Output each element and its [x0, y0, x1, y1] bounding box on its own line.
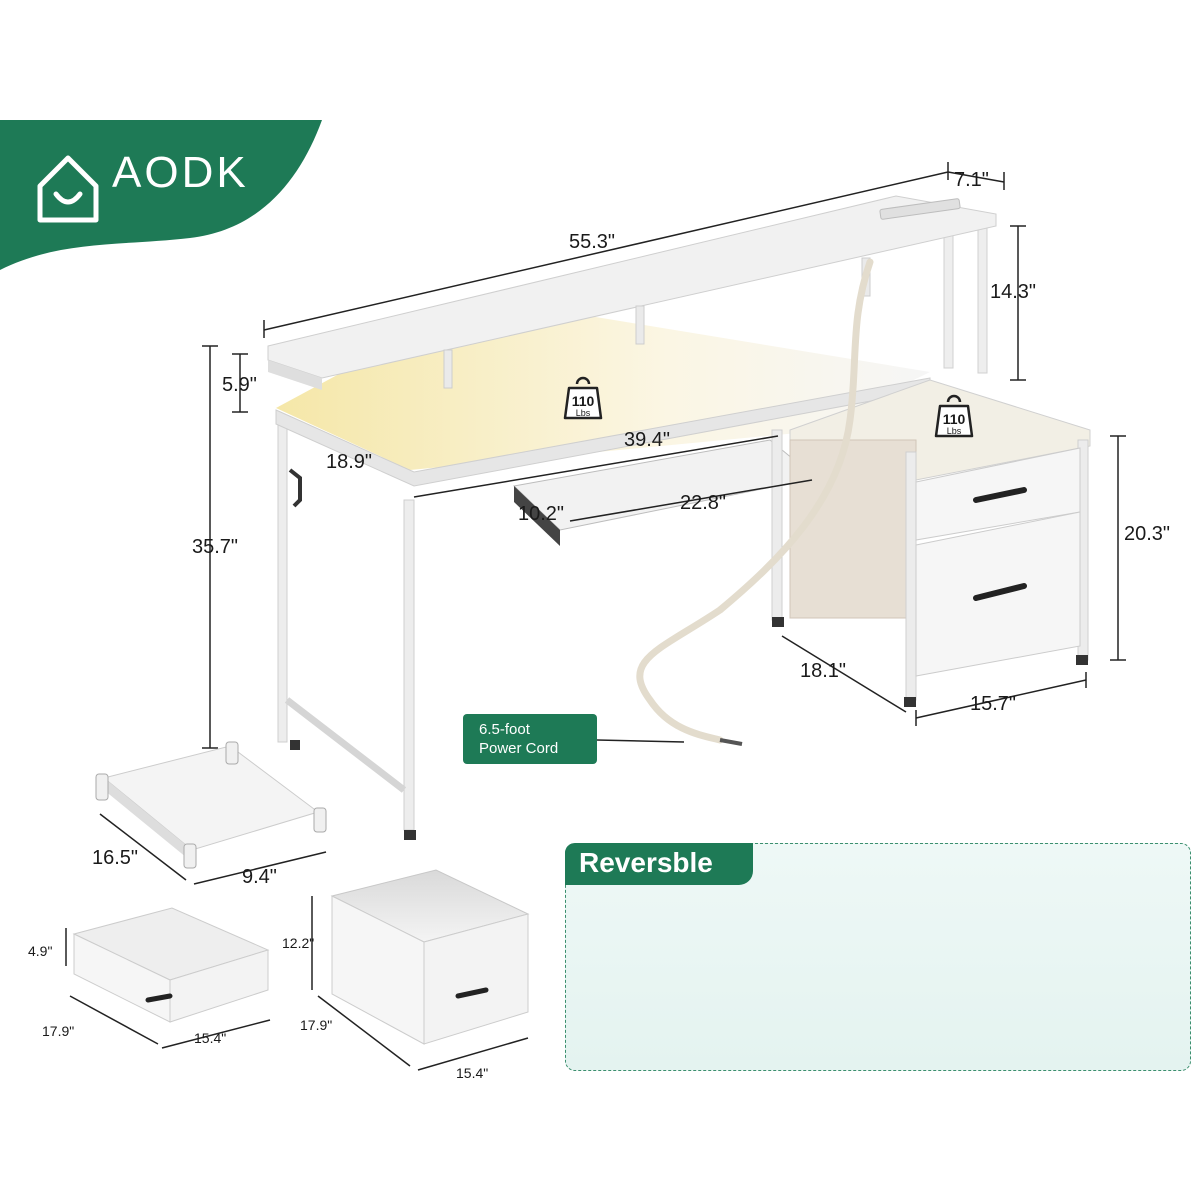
shelf-board-illustration: [95, 741, 327, 869]
power-cord-text: Power Cord: [479, 740, 559, 757]
dim-small-drawer-depth: 17.9": [42, 1023, 74, 1039]
dim-cabinet-height: 20.3": [1124, 523, 1170, 545]
power-cord-label: 6.5-foot Power Cord: [463, 714, 597, 764]
dim-large-drawer-height: 12.2": [282, 935, 314, 951]
dim-hutch-depth: 7.1": [954, 169, 989, 191]
house-logo-icon: [37, 155, 99, 223]
load-capacity-badge: 110 Lbs: [932, 394, 976, 440]
dim-tray-width: 22.8": [680, 492, 726, 514]
weight-icon: [934, 394, 974, 438]
dim-desk-depth: 18.9": [326, 451, 372, 473]
dim-cabinet-depth: 18.1": [800, 660, 846, 682]
weight-icon: [563, 376, 603, 420]
dim-cabinet-width: 15.7": [970, 693, 1016, 715]
large-drawer-illustration: [330, 869, 530, 1045]
dim-large-drawer-depth: 17.9": [300, 1017, 332, 1033]
load-capacity-badge: 110 Lbs: [561, 376, 605, 422]
small-drawer-illustration: [72, 907, 270, 1023]
dim-desk-height: 35.7": [192, 536, 238, 558]
dim-total-width: 55.3": [569, 231, 615, 253]
dim-shelf-depth: 16.5": [92, 847, 138, 869]
brand-logo-text: AODK: [112, 148, 249, 197]
brand-banner: [0, 120, 322, 270]
dim-tray-depth: 10.2": [518, 503, 564, 525]
dim-hutch-height: 14.3": [990, 281, 1036, 303]
dim-riser-height: 5.9": [222, 374, 257, 396]
dim-small-drawer-height: 4.9": [28, 943, 52, 959]
power-cord-length: 6.5-foot: [479, 721, 530, 738]
dim-large-drawer-width: 15.4": [456, 1065, 488, 1081]
desk-illustration: [267, 195, 1091, 840]
dim-small-drawer-width: 15.4": [194, 1030, 226, 1046]
dim-shelf-width: 9.4": [242, 866, 277, 888]
reversible-label: Reversble: [565, 843, 753, 885]
dim-desk-width: 39.4": [624, 429, 670, 451]
